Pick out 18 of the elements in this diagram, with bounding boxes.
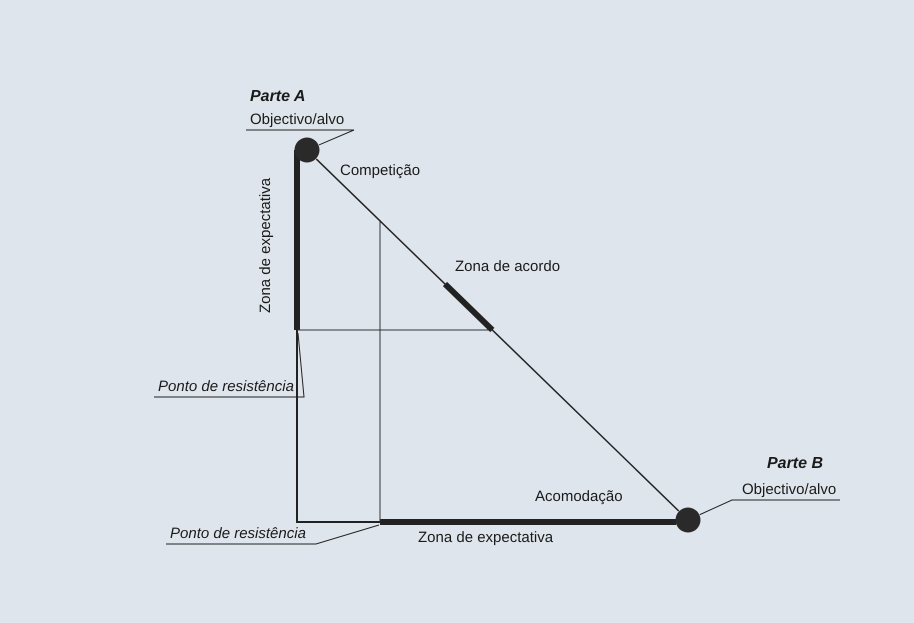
- leader-line: [166, 524, 380, 544]
- label: Ponto de resistência: [170, 525, 306, 542]
- label: Ponto de resistência: [158, 378, 294, 395]
- goal-circle: [675, 507, 701, 533]
- party-label: Parte A: [250, 88, 306, 106]
- label: Acomodação: [535, 488, 623, 505]
- goal-circle: [294, 137, 320, 163]
- label: Zona de acordo: [455, 258, 560, 275]
- leader-line: [699, 500, 840, 516]
- axis-label: Zona de expectativa: [418, 529, 554, 546]
- leader-line: [154, 332, 305, 398]
- party-label: Parte B: [767, 455, 824, 473]
- label: Objectivo/alvo: [250, 111, 344, 128]
- label: Competição: [340, 162, 420, 179]
- diagonal-line: [316, 158, 680, 512]
- axis-label: Zona de expectativa: [256, 177, 274, 313]
- leader-line: [246, 130, 354, 146]
- label: Objectivo/alvo: [742, 481, 836, 498]
